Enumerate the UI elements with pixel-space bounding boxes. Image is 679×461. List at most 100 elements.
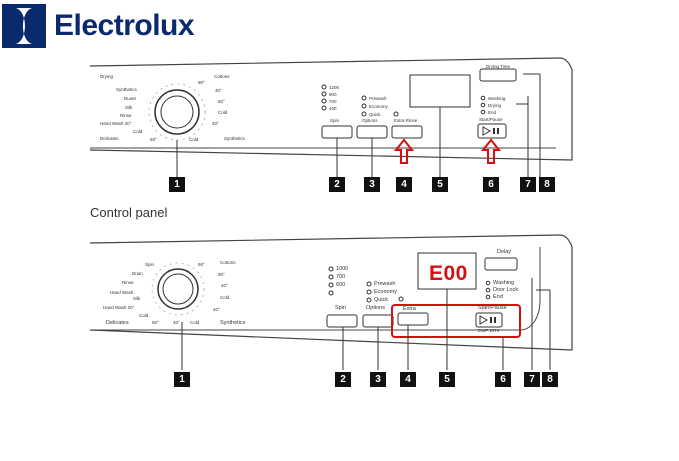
status-label: Washing bbox=[493, 280, 515, 286]
spin-button-bottom bbox=[326, 314, 358, 328]
dial-label: Spin bbox=[145, 262, 155, 267]
dial-label: 40° bbox=[215, 88, 222, 93]
highlight-arrow-start bbox=[480, 138, 502, 164]
status-label: End bbox=[488, 110, 497, 115]
spin-label: Spin bbox=[335, 305, 347, 311]
dial-label: Cold bbox=[139, 313, 149, 318]
error-code: E00 bbox=[429, 262, 468, 285]
dial-label: 40° bbox=[173, 320, 180, 325]
dial-label: 40° bbox=[213, 307, 220, 312]
drying-button-top bbox=[479, 68, 517, 82]
dial-label: Rinse bbox=[120, 113, 132, 118]
spin-option: 900 bbox=[329, 92, 337, 97]
start-pause-button-bottom bbox=[475, 312, 503, 328]
dial-label: Cold bbox=[189, 137, 199, 142]
dial-label: 60° bbox=[218, 99, 225, 104]
dial-label: 90° bbox=[198, 262, 205, 267]
extra-rinse-button-top bbox=[391, 125, 423, 139]
brand-name: Electrolux bbox=[54, 9, 195, 42]
callout-5: 5 bbox=[439, 372, 455, 387]
wash-option: Economy bbox=[369, 104, 388, 109]
program-dial-top bbox=[154, 89, 200, 135]
dial-label: Cold bbox=[218, 110, 228, 115]
options-label: Options bbox=[362, 118, 378, 123]
callout-6: 6 bbox=[483, 177, 499, 192]
dial-label: Delicates bbox=[106, 320, 129, 326]
status-label: End bbox=[493, 294, 503, 300]
start-label: Start/Pause bbox=[479, 117, 503, 122]
callout-3: 3 bbox=[364, 177, 380, 192]
callout-8: 8 bbox=[539, 177, 555, 192]
spin-option: 1200 bbox=[329, 85, 340, 90]
spin-option: 600 bbox=[336, 282, 346, 288]
callout-5: 5 bbox=[432, 177, 448, 192]
dial-label: Rinse bbox=[122, 280, 134, 285]
dial-label: Synthetics bbox=[116, 87, 137, 92]
extra-button-bottom bbox=[397, 312, 429, 326]
dial-label: Hand Wash bbox=[110, 290, 134, 295]
spin-button-top bbox=[321, 125, 353, 139]
dial-label: Cold bbox=[133, 129, 143, 134]
dial-label: Delicates bbox=[100, 136, 119, 141]
dial-label: Duvet bbox=[124, 96, 136, 101]
callout-2: 2 bbox=[329, 177, 345, 192]
extra-rinse-label: Extra Rinse bbox=[394, 118, 418, 123]
highlight-box-extra-start bbox=[391, 304, 521, 338]
wash-option: Quick bbox=[374, 297, 389, 303]
model-label: EWF 1074 bbox=[478, 328, 500, 333]
display-top bbox=[409, 74, 471, 108]
status-label: Door Lock bbox=[493, 287, 519, 293]
spin-option: 700 bbox=[329, 99, 337, 104]
spin-option: 1000 bbox=[336, 266, 349, 272]
callout-4: 4 bbox=[396, 177, 412, 192]
status-label: Drying bbox=[488, 103, 502, 108]
options-label: Options bbox=[366, 305, 385, 311]
callout-7: 7 bbox=[524, 372, 540, 387]
dial-label: Silk bbox=[125, 105, 133, 110]
program-dial-bottom bbox=[157, 268, 199, 310]
dial-label: Synthetics bbox=[224, 136, 245, 141]
options-button-bottom bbox=[362, 314, 394, 328]
callout-4: 4 bbox=[400, 372, 416, 387]
drying-label: Drying Time bbox=[486, 64, 511, 69]
dial-label: Silk bbox=[133, 296, 141, 301]
callout-8: 8 bbox=[542, 372, 558, 387]
start-pause-button-top bbox=[477, 123, 507, 139]
callout-1: 1 bbox=[169, 177, 185, 192]
dial-label: Drying bbox=[100, 74, 114, 79]
spin-label: Spin bbox=[330, 118, 340, 123]
callout-6: 6 bbox=[495, 372, 511, 387]
brand-logo: Electrolux bbox=[2, 4, 195, 48]
dial-label: 90° bbox=[198, 80, 205, 85]
delay-button-bottom bbox=[484, 257, 518, 271]
status-label: Washing bbox=[488, 96, 506, 101]
spin-option: 700 bbox=[336, 274, 346, 280]
start-label: Start/Pause bbox=[478, 305, 507, 311]
wash-option: Prewash bbox=[369, 96, 387, 101]
wash-option: Prewash bbox=[374, 281, 396, 287]
extra-label: Extra bbox=[403, 306, 416, 312]
spin-option: 400 bbox=[329, 106, 337, 111]
caption: Control panel bbox=[90, 205, 168, 220]
delay-label: Delay bbox=[497, 249, 512, 255]
highlight-arrow-extra bbox=[393, 138, 415, 164]
electrolux-logo-icon bbox=[2, 4, 46, 48]
dial-label: Hand Wash 20° bbox=[103, 305, 135, 310]
callout-1: 1 bbox=[174, 372, 190, 387]
dial-label: 40° bbox=[212, 121, 219, 126]
callout-3: 3 bbox=[370, 372, 386, 387]
dial-label: Synthetics bbox=[220, 320, 246, 326]
dial-label: 40° bbox=[221, 283, 228, 288]
options-button-top bbox=[356, 125, 388, 139]
dial-label: 60° bbox=[152, 320, 159, 325]
dial-label: 60° bbox=[218, 272, 225, 277]
callout-2: 2 bbox=[335, 372, 351, 387]
dial-label: Hand Wash 20° bbox=[100, 121, 132, 126]
wash-option: Quick bbox=[369, 112, 381, 117]
dial-label: 60° bbox=[150, 137, 157, 142]
callout-7: 7 bbox=[520, 177, 536, 192]
wash-option: Economy bbox=[374, 289, 397, 295]
dial-label: Cottons bbox=[220, 260, 236, 265]
dial-label: Drain bbox=[132, 271, 143, 276]
